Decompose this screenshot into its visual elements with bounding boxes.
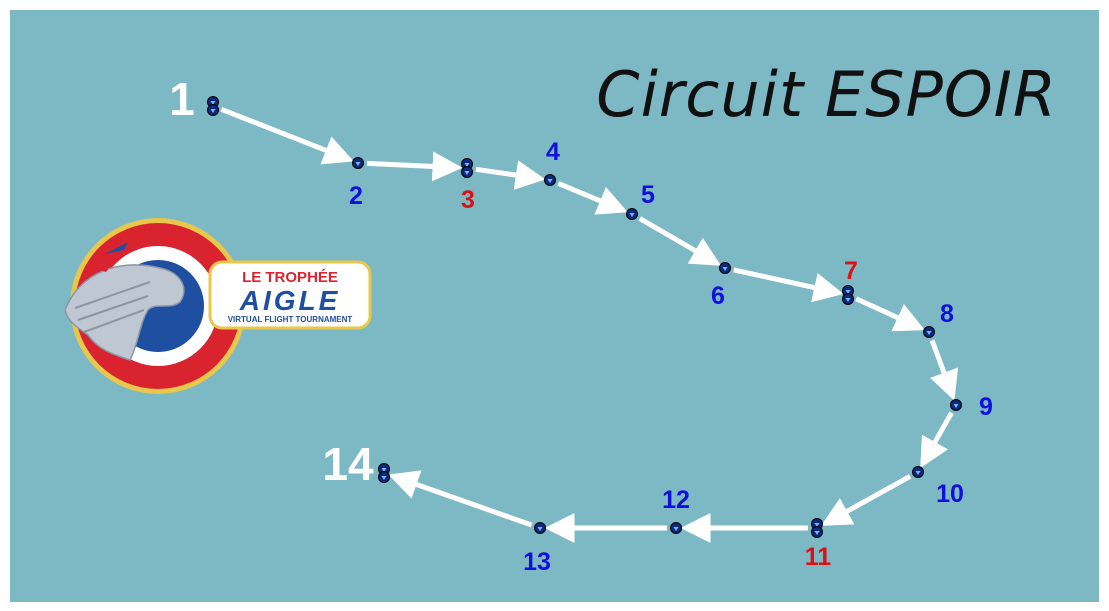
logo-line2: AIGLE [239, 285, 341, 316]
waypoint-marker-14 [378, 463, 390, 483]
route-arrow-3-4 [475, 160, 546, 190]
waypoint-marker-10 [912, 466, 924, 478]
waypoint-label-10: 10 [936, 480, 964, 508]
trophy-logo: LE TROPHÉE AIGLE VIRTUAL FLIGHT TOURNAME… [64, 218, 372, 394]
route-arrow-9-10 [920, 411, 954, 469]
route-arrow-13-14 [388, 470, 533, 528]
waypoint-label-8: 8 [940, 300, 954, 328]
waypoint-marker-12 [670, 522, 682, 534]
waypoint-marker-5 [626, 208, 638, 220]
route-arrow-2-3 [366, 151, 463, 182]
waypoint-label-2: 2 [349, 182, 363, 210]
eagle-icon [64, 264, 185, 361]
waypoint-marker-6 [719, 262, 731, 274]
waypoint-marker-1 [207, 96, 219, 116]
waypoint-label-9: 9 [979, 393, 993, 421]
waypoint-label-14: 14 [322, 438, 374, 490]
waypoint-label-6: 6 [711, 282, 725, 310]
waypoint-label-11: 11 [805, 543, 832, 571]
circuit-map: LE TROPHÉE AIGLE VIRTUAL FLIGHT TOURNAME… [64, 73, 993, 576]
route-arrow-1-2 [220, 106, 354, 165]
waypoint-marker-11 [811, 518, 823, 538]
waypoint-marker-13 [534, 522, 546, 534]
route-arrow-6-7 [733, 267, 844, 303]
waypoint-marker-8 [923, 326, 935, 338]
route-arrow-5-6 [638, 216, 722, 266]
waypoint-label-3: 3 [461, 186, 475, 214]
route-arrows [220, 106, 959, 543]
logo-line3: VIRTUAL FLIGHT TOURNAMENT [228, 315, 353, 324]
jet-icon [92, 250, 120, 272]
waypoint-label-7: 7 [844, 257, 858, 285]
route-arrow-10-11 [820, 474, 912, 526]
waypoint-markers [207, 96, 962, 538]
waypoint-marker-3 [461, 158, 473, 178]
route-arrow-7-8 [855, 296, 925, 332]
waypoint-label-12: 12 [662, 486, 690, 514]
waypoint-label-5: 5 [641, 181, 655, 209]
route-arrow-4-5 [557, 181, 628, 215]
waypoint-label-13: 13 [523, 548, 551, 576]
waypoint-label-4: 4 [546, 138, 560, 166]
map-canvas: LE TROPHÉE AIGLE VIRTUAL FLIGHT TOURNAME… [10, 10, 1099, 602]
waypoint-marker-9 [950, 399, 962, 411]
page-title: Circuit ESPOIR [596, 58, 1057, 131]
route-arrow-8-9 [929, 339, 959, 401]
logo-line1: LE TROPHÉE [242, 269, 338, 286]
waypoint-marker-7 [842, 285, 854, 305]
waypoint-marker-2 [352, 157, 364, 169]
waypoint-marker-4 [544, 174, 556, 186]
waypoint-label-1: 1 [169, 73, 195, 125]
